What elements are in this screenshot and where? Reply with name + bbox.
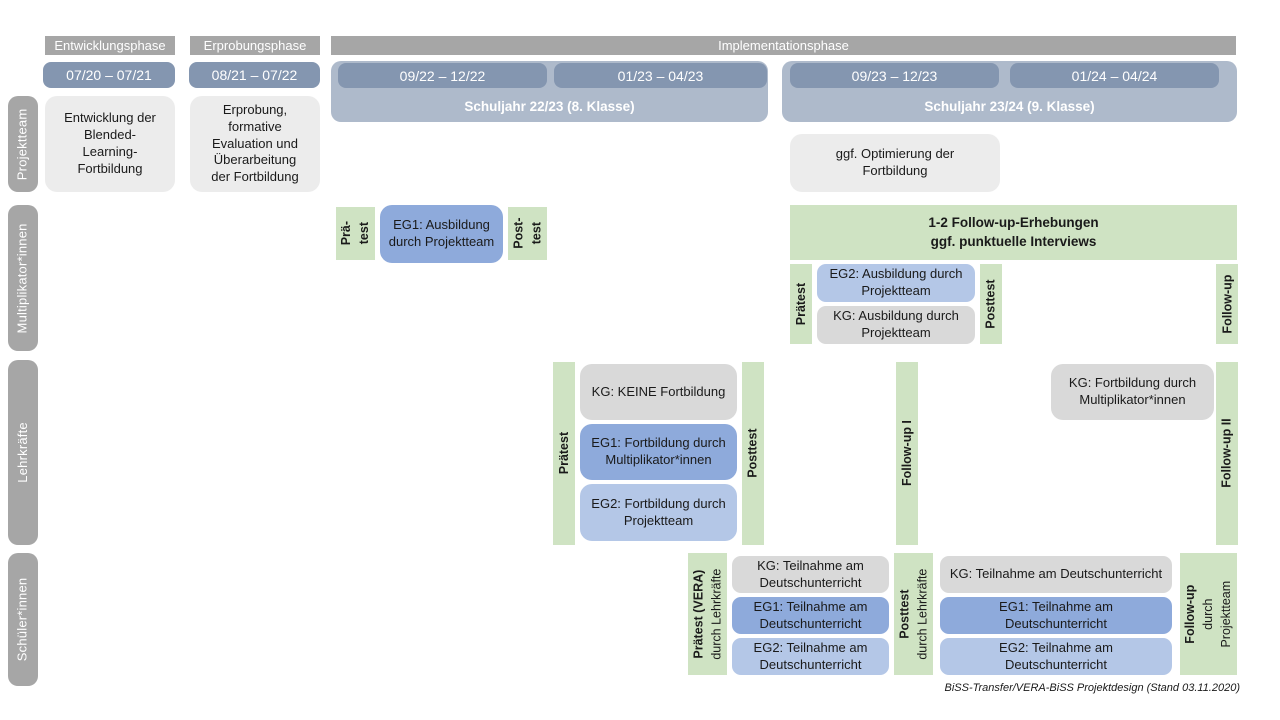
phase-bar-entwicklung: Entwicklungsphase (45, 36, 175, 55)
bar-posttest-schueler: Posttest durch Lehrkräfte (894, 553, 933, 675)
diagram-caption: BiSS-Transfer/VERA-BiSS Projektdesign (S… (944, 682, 1240, 694)
bar-posttest2-multiplikatoren: Posttest (980, 264, 1002, 344)
box-eg1-teilnahme-2: EG1: Teilnahme am Deutschunterricht (940, 597, 1172, 634)
row-label-multiplikatoren: Multiplikator*innen (8, 205, 38, 351)
row-label-schueler: Schüler*innen (8, 553, 38, 686)
date-bar-0922-1222: 09/22 – 12/22 (338, 63, 547, 88)
phase-label: Implementationsphase (718, 38, 849, 53)
box-kg-fortbildung-multiplikatoren: KG: Fortbildung durch Multiplikator*inne… (1051, 364, 1214, 420)
box-kg-teilnahme-2: KG: Teilnahme am Deutschunterricht (940, 556, 1172, 593)
box-eg1-ausbildung: EG1: Ausbildung durch Projektteam (380, 205, 503, 263)
box-eg2-teilnahme-2: EG2: Teilnahme am Deutschunterricht (940, 638, 1172, 675)
date-bar-0821-0722: 08/21 – 07/22 (189, 62, 320, 88)
phase-label: Erprobungsphase (203, 38, 307, 53)
box-entwicklung-fortbildung: Entwicklung der Blended-Learning-Fortbil… (45, 96, 175, 192)
box-followup-erhebungen: 1-2 Follow-up-Erhebungen ggf. punktuelle… (790, 205, 1237, 260)
bar-followup2-lehrkraefte: Follow-up II (1216, 362, 1238, 545)
box-erprobung-evaluation: Erprobung, formative Evaluation und Über… (190, 96, 320, 192)
date-label: 09/23 – 12/23 (851, 67, 938, 84)
bar-followup-multiplikatoren: Follow-up (1216, 264, 1238, 344)
box-eg2-teilnahme-1: EG2: Teilnahme am Deutschunterricht (732, 638, 889, 675)
box-kg-ausbildung: KG: Ausbildung durch Projektteam (817, 306, 975, 344)
date-bar-0923-1223: 09/23 – 12/23 (790, 63, 999, 88)
schuljahr-23-24-label: Schuljahr 23/24 (9. Klasse) (924, 98, 1095, 114)
bar-praetest-lehrkraefte: Prätest (553, 362, 575, 545)
date-label: 08/21 – 07/22 (211, 67, 298, 83)
date-label: 01/24 – 04/24 (1071, 67, 1158, 84)
phase-bar-implementation: Implementationsphase (331, 36, 1236, 55)
date-label: 07/20 – 07/21 (66, 67, 152, 83)
phase-bar-erprobung: Erprobungsphase (190, 36, 320, 55)
box-kg-keine-fortbildung: KG: KEINE Fortbildung (580, 364, 737, 420)
date-bar-0123-0423: 01/23 – 04/23 (554, 63, 767, 88)
date-bar-0720-0721: 07/20 – 07/21 (43, 62, 175, 88)
bar-followup1-lehrkraefte: Follow-up I (896, 362, 918, 545)
bar-praetest2-multiplikatoren: Prätest (790, 264, 812, 344)
bar-posttest-multiplikatoren: Post- test (508, 207, 547, 260)
box-eg2-ausbildung: EG2: Ausbildung durch Projektteam (817, 264, 975, 302)
box-kg-teilnahme-1: KG: Teilnahme am Deutschunterricht (732, 556, 889, 593)
box-eg2-fortbildung: EG2: Fortbildung durch Projektteam (580, 484, 737, 541)
bar-posttest-lehrkraefte: Posttest (742, 362, 764, 545)
bar-praetest-multiplikatoren: Prä- test (336, 207, 375, 260)
box-optimierung: ggf. Optimierung der Fortbildung (790, 134, 1000, 192)
date-label: 09/22 – 12/22 (399, 67, 486, 84)
box-eg1-teilnahme-1: EG1: Teilnahme am Deutschunterricht (732, 597, 889, 634)
box-eg1-fortbildung: EG1: Fortbildung durch Multiplikator*inn… (580, 424, 737, 480)
bar-praetest-vera-schueler: Prätest (VERA) durch Lehrkräfte (688, 553, 727, 675)
phase-label: Entwicklungsphase (54, 38, 166, 53)
row-label-projektteam: Projektteam (8, 96, 38, 192)
schuljahr-22-23-label: Schuljahr 22/23 (8. Klasse) (464, 98, 635, 114)
date-bar-0124-0424: 01/24 – 04/24 (1010, 63, 1219, 88)
row-label-lehrkraefte: Lehrkräfte (8, 360, 38, 545)
bar-followup-schueler: Follow-up durch Projektteam (1180, 553, 1237, 675)
date-label: 01/23 – 04/23 (617, 67, 704, 84)
